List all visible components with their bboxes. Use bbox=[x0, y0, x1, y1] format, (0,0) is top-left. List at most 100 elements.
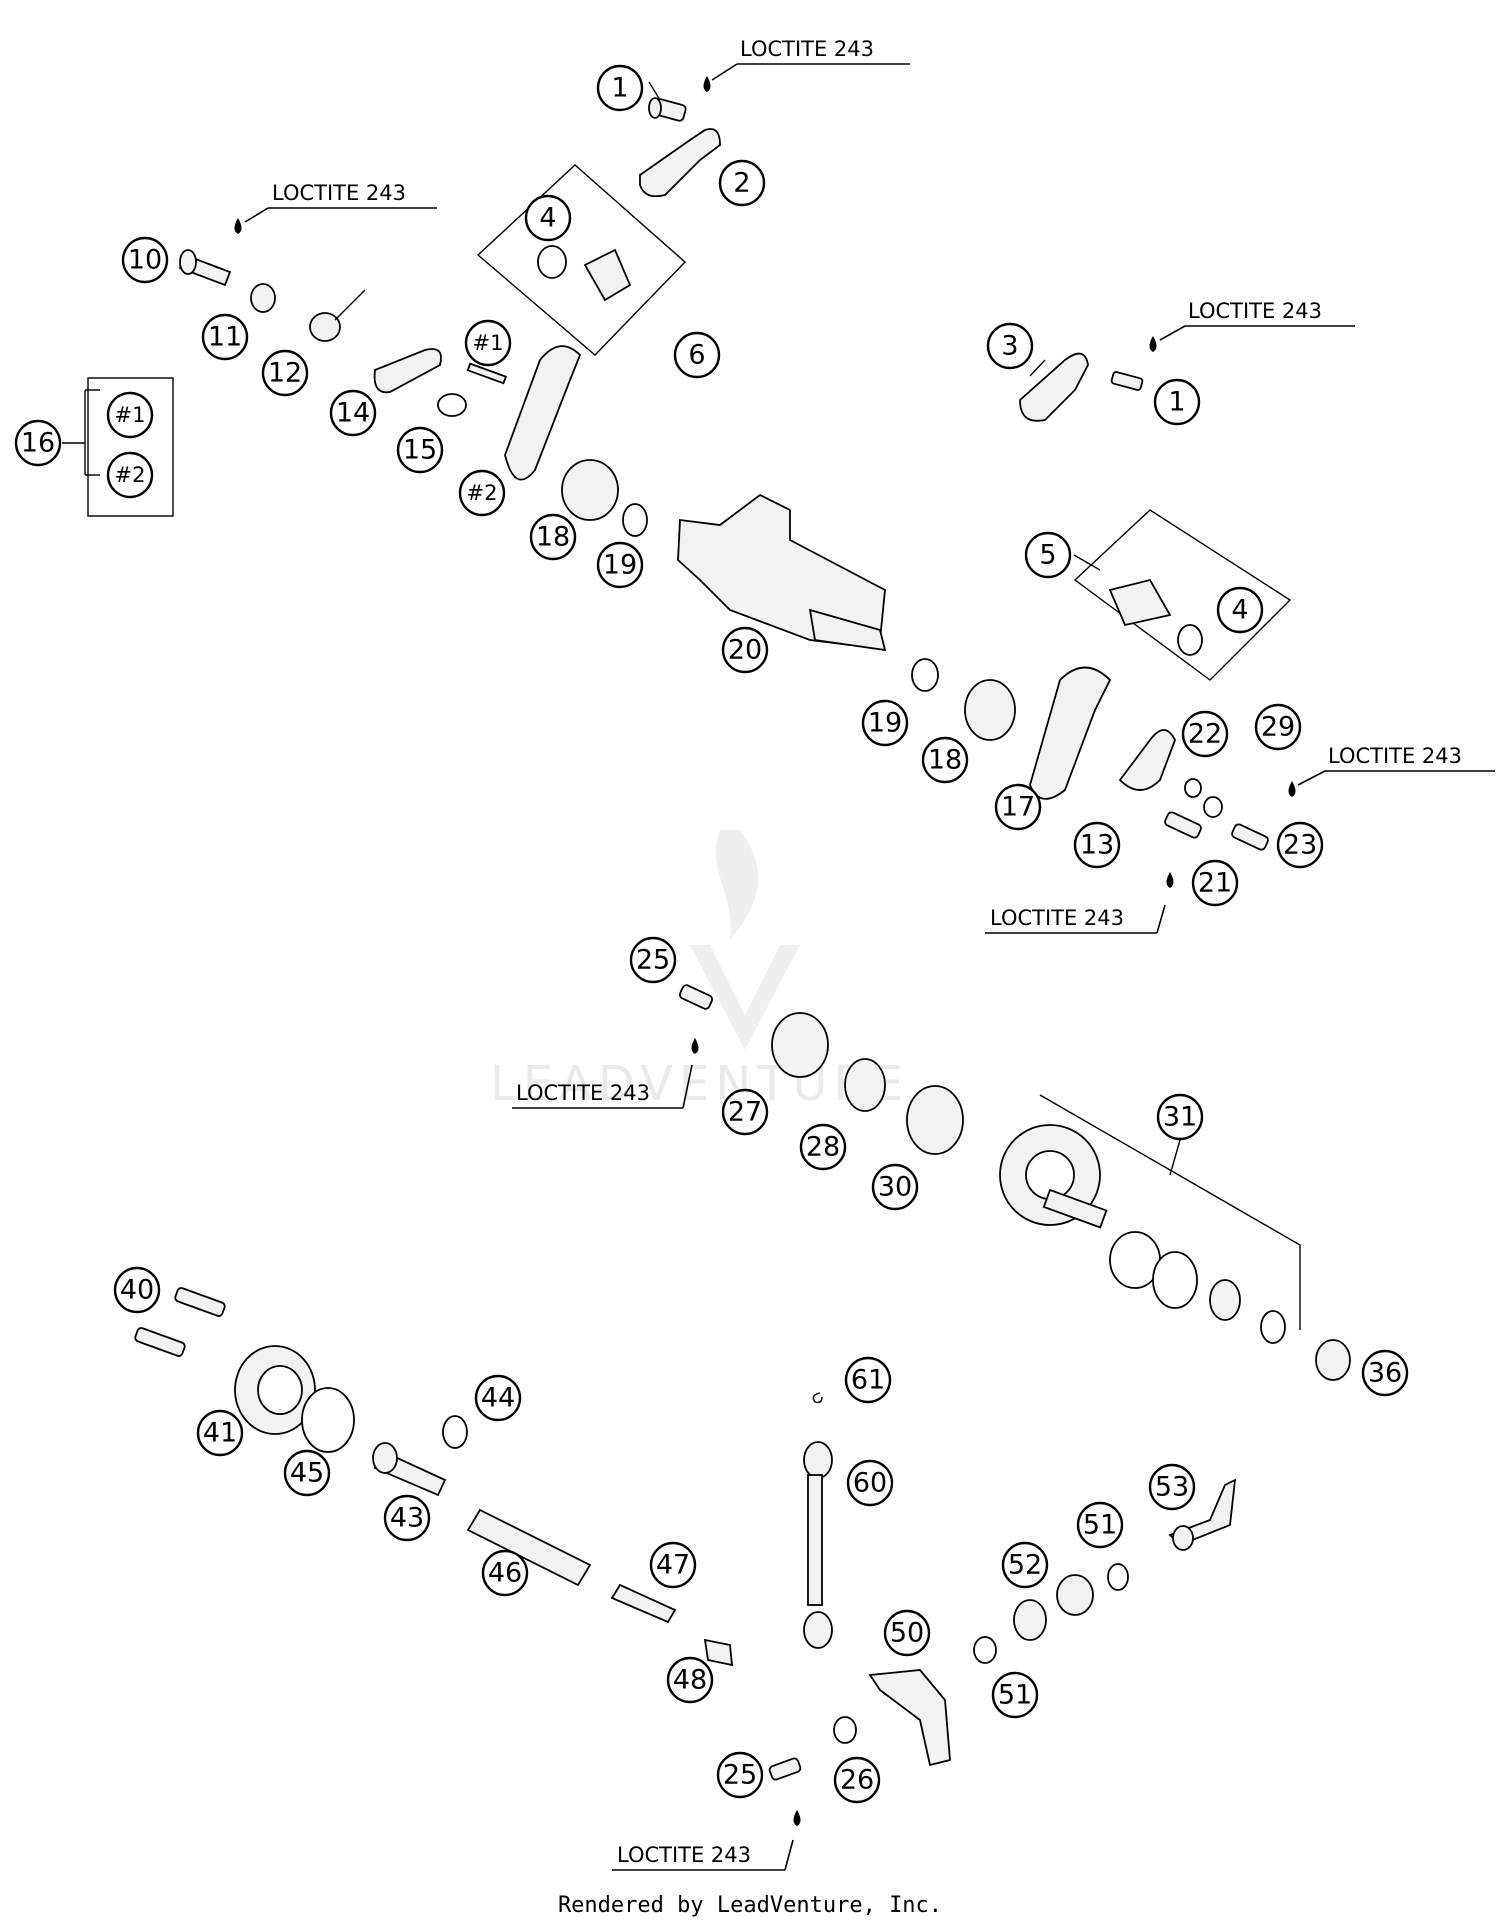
callout: 5 bbox=[1024, 531, 1072, 579]
callout: 43 bbox=[383, 1494, 431, 1542]
svg-text:LOCTITE 243: LOCTITE 243 bbox=[1328, 744, 1462, 768]
loctite-label-top: LOCTITE 243 bbox=[703, 37, 910, 92]
svg-text:29: 29 bbox=[1261, 712, 1295, 743]
svg-text:51: 51 bbox=[1083, 1510, 1117, 1541]
callout: 4 bbox=[1216, 586, 1264, 634]
svg-text:45: 45 bbox=[290, 1458, 324, 1489]
callout: 60 bbox=[846, 1459, 894, 1507]
svg-text:#1: #1 bbox=[473, 331, 504, 355]
callout: 13 bbox=[1073, 821, 1121, 869]
watermark: LEADVENTURE bbox=[490, 830, 903, 1112]
callout: 47 bbox=[649, 1541, 697, 1589]
callout: 1 bbox=[1153, 378, 1201, 426]
svg-text:#1: #1 bbox=[115, 403, 146, 427]
callout: 20 bbox=[721, 626, 769, 674]
svg-text:26: 26 bbox=[840, 1765, 874, 1796]
svg-text:31: 31 bbox=[1163, 1102, 1197, 1133]
svg-text:4: 4 bbox=[1231, 595, 1248, 626]
callout: 18 bbox=[529, 513, 577, 561]
callout: 48 bbox=[666, 1656, 714, 1704]
svg-text:19: 19 bbox=[868, 708, 902, 739]
loctite-label-left: LOCTITE 243 bbox=[234, 181, 437, 234]
rendered-by-footer: Rendered by LeadVenture, Inc. bbox=[558, 1893, 942, 1918]
callout: 12 bbox=[261, 349, 309, 397]
callout: 28 bbox=[799, 1123, 847, 1171]
svg-text:41: 41 bbox=[203, 1418, 237, 1449]
svg-text:3: 3 bbox=[1001, 331, 1018, 362]
svg-text:18: 18 bbox=[536, 522, 570, 553]
callout: #1 bbox=[106, 391, 154, 439]
callout: 26 bbox=[833, 1756, 881, 1804]
callout: 53 bbox=[1148, 1463, 1196, 1511]
callout: 14 bbox=[329, 389, 377, 437]
callout: 31 bbox=[1156, 1093, 1204, 1141]
callout: 2 bbox=[718, 159, 766, 207]
svg-text:LOCTITE 243: LOCTITE 243 bbox=[1188, 299, 1322, 323]
svg-text:28: 28 bbox=[806, 1132, 840, 1163]
callout: 19 bbox=[596, 541, 644, 589]
svg-text:60: 60 bbox=[853, 1468, 887, 1499]
svg-text:21: 21 bbox=[1198, 868, 1232, 899]
callout: 18 bbox=[921, 736, 969, 784]
svg-text:51: 51 bbox=[998, 1680, 1032, 1711]
loctite-label-right-top: LOCTITE 243 bbox=[1149, 299, 1355, 352]
leader-lines bbox=[62, 81, 1301, 1330]
callout: 45 bbox=[283, 1449, 331, 1497]
callout: 61 bbox=[844, 1356, 892, 1404]
svg-text:LOCTITE 243: LOCTITE 243 bbox=[740, 37, 874, 61]
callout: 4 bbox=[524, 194, 572, 242]
svg-text:53: 53 bbox=[1155, 1472, 1189, 1503]
svg-text:11: 11 bbox=[208, 322, 242, 353]
callout: 1 bbox=[596, 64, 644, 112]
callout: 10 bbox=[121, 236, 169, 284]
callout: 41 bbox=[196, 1409, 244, 1457]
svg-text:44: 44 bbox=[481, 1383, 515, 1414]
svg-text:27: 27 bbox=[728, 1097, 762, 1128]
callout: 46 bbox=[481, 1549, 529, 1597]
callout: 17 bbox=[994, 783, 1042, 831]
svg-text:16: 16 bbox=[21, 428, 55, 459]
svg-text:48: 48 bbox=[673, 1665, 707, 1696]
svg-text:46: 46 bbox=[488, 1558, 522, 1589]
callout: 3 bbox=[986, 322, 1034, 370]
svg-text:25: 25 bbox=[723, 1760, 757, 1791]
callout: 29 bbox=[1254, 703, 1302, 751]
callout: 15 bbox=[396, 426, 444, 474]
svg-text:50: 50 bbox=[890, 1618, 924, 1649]
svg-text:5: 5 bbox=[1039, 540, 1056, 571]
svg-text:2: 2 bbox=[733, 168, 750, 199]
callout: 51 bbox=[1076, 1501, 1124, 1549]
svg-text:#2: #2 bbox=[467, 481, 498, 505]
callout: 16 bbox=[14, 419, 62, 467]
svg-text:1: 1 bbox=[1168, 387, 1185, 418]
svg-text:23: 23 bbox=[1283, 830, 1317, 861]
svg-text:LOCTITE 243: LOCTITE 243 bbox=[272, 181, 406, 205]
callout: 22 bbox=[1181, 710, 1229, 758]
callout: 23 bbox=[1276, 821, 1324, 869]
callout: 25 bbox=[716, 1751, 764, 1799]
callout: #1 bbox=[464, 319, 512, 367]
svg-text:61: 61 bbox=[851, 1365, 885, 1396]
callout: 30 bbox=[871, 1163, 919, 1211]
callout: 11 bbox=[201, 313, 249, 361]
callout: 19 bbox=[861, 699, 909, 747]
svg-text:47: 47 bbox=[656, 1550, 690, 1581]
loctite-label-bottom: LOCTITE 243 bbox=[612, 1810, 801, 1871]
callout: 40 bbox=[113, 1266, 161, 1314]
svg-text:14: 14 bbox=[336, 398, 370, 429]
svg-text:LOCTITE 243: LOCTITE 243 bbox=[516, 1081, 650, 1105]
callout: 6 bbox=[673, 331, 721, 379]
svg-text:20: 20 bbox=[728, 635, 762, 666]
callout: 25 bbox=[629, 936, 677, 984]
callout: 52 bbox=[1001, 1541, 1049, 1589]
svg-text:18: 18 bbox=[928, 745, 962, 776]
callout: 21 bbox=[1191, 859, 1239, 907]
svg-text:36: 36 bbox=[1368, 1358, 1402, 1389]
svg-text:25: 25 bbox=[636, 945, 670, 976]
svg-text:22: 22 bbox=[1188, 719, 1222, 750]
loctite-label-center: LOCTITE 243 bbox=[985, 872, 1174, 934]
callout: 27 bbox=[721, 1088, 769, 1136]
callout: 50 bbox=[883, 1609, 931, 1657]
loctite-label-mid: LOCTITE 243 bbox=[512, 1038, 699, 1109]
